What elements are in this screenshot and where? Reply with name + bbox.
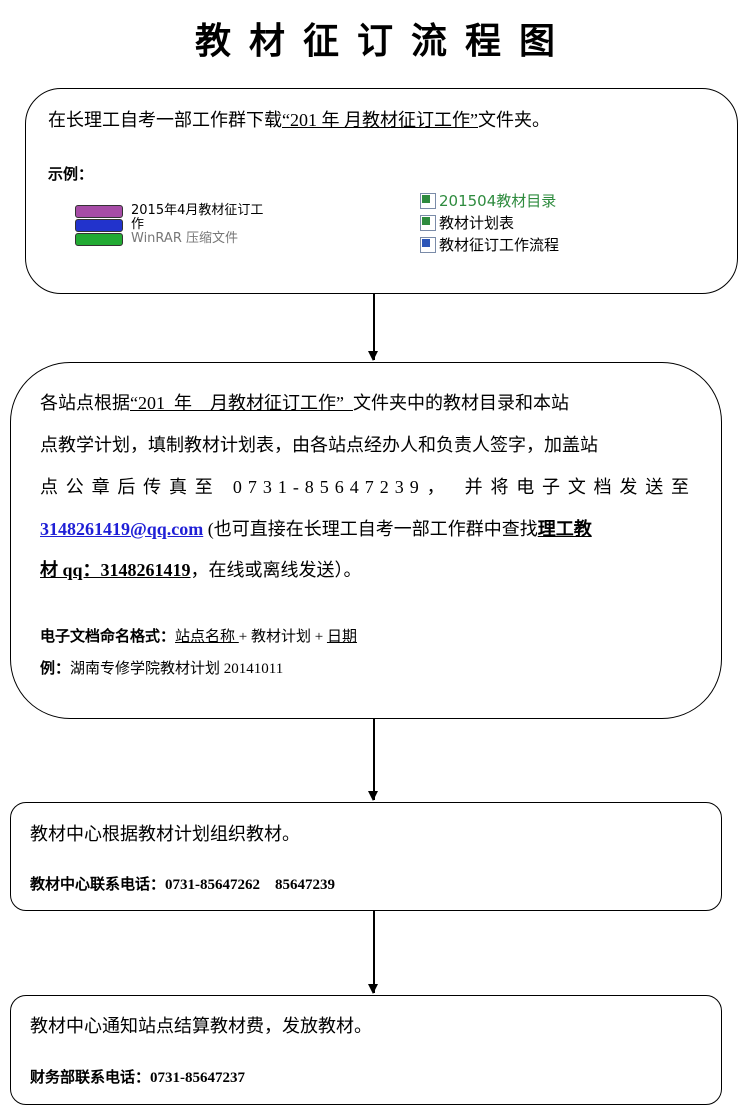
file-name: 201504教材目录 (439, 192, 557, 210)
archive-name: 2015年4月教材征订工 (131, 203, 264, 218)
arrow-down-icon (369, 719, 377, 801)
text: (也可直接在长理工自考一部工作群中查找 (203, 519, 538, 539)
naming-format: 电子文档命名格式：站点名称 + 教材计划 + 日期 (40, 625, 357, 646)
step-3-text: 教材中心根据教材计划组织教材。 (30, 824, 300, 844)
text: 文件夹中的教材目录和本站 (352, 393, 569, 413)
step-2-line: 3148261419@qq.com (也可直接在长理工自考一部工作群中查找理工教 (40, 515, 592, 541)
folder-name: “201 年 月教材征订工作” (130, 393, 353, 413)
excel-icon (420, 193, 436, 209)
file-name: 教材征订工作流程 (439, 236, 560, 254)
arrow-down-icon (369, 294, 377, 361)
winrar-archive-icon (75, 205, 123, 247)
page-title: 教材征订流程图 (194, 21, 573, 61)
example-label: 示例： (48, 167, 94, 183)
step-4-contact: 财务部联系电话：0731-85647237 (30, 1070, 245, 1086)
file-name: 教材计划表 (439, 214, 515, 232)
step-3-contact: 教材中心联系电话：0731-85647262 85647239 (30, 877, 335, 893)
text: ，在线或离线发送）。 (190, 560, 362, 580)
step-2-line: 点公章后传真至 0731-85647239， 并将电子文档发送至 (40, 477, 695, 497)
text: 各站点根据 (40, 393, 130, 413)
text: + 教材计划 + (238, 629, 327, 645)
qq-contact: 理工教 (537, 519, 592, 539)
text: 站点名称 (175, 629, 239, 645)
file-list: 201504教材目录 教材计划表 教材征订工作流程 (420, 190, 559, 256)
step-3-box (10, 802, 722, 911)
text: 湖南专修学院教材计划 20141011 (70, 661, 284, 677)
file-item[interactable]: 教材计划表 (420, 212, 559, 234)
file-item[interactable]: 教材征订工作流程 (420, 234, 559, 256)
step-4-box (10, 995, 722, 1105)
step-1-box (25, 88, 738, 294)
archive-name-cont: 作 (131, 217, 145, 232)
step-1-text-before: 在长理工自考一部工作群下载 (48, 110, 282, 130)
qq-contact: 材 qq：3148261419 (40, 560, 191, 580)
step-2-line: 各站点根据“201 年 月教材征订工作” 文件夹中的教材目录和本站 (40, 389, 569, 415)
text: 日期 (326, 629, 357, 645)
step-2-line: 点教学计划，填制教材计划表，由各站点经办人和负责人签字，加盖站 (40, 435, 598, 455)
archive-type: WinRAR 压缩文件 (131, 231, 238, 246)
step-1-text-after: 文件夹。 (477, 110, 550, 130)
step-2-box (10, 362, 722, 719)
arrow-down-icon (369, 911, 377, 994)
step-2-line: 材 qq：3148261419，在线或离线发送）。 (40, 556, 362, 582)
word-icon (420, 237, 436, 253)
step-1-text: 在长理工自考一部工作群下载“201 年 月教材征订工作”文件夹。 (48, 106, 550, 132)
label: 电子文档命名格式： (40, 629, 176, 645)
folder-name: “201 年 月教材征订工作” (282, 110, 478, 130)
step-4-text: 教材中心通知站点结算教材费，发放教材。 (30, 1016, 372, 1036)
excel-icon (420, 215, 436, 231)
file-item[interactable]: 201504教材目录 (420, 190, 559, 212)
email-link[interactable]: 3148261419@qq.com (40, 519, 204, 539)
label: 例： (40, 661, 71, 677)
naming-example: 例：湖南专修学院教材计划 20141011 (40, 657, 283, 678)
